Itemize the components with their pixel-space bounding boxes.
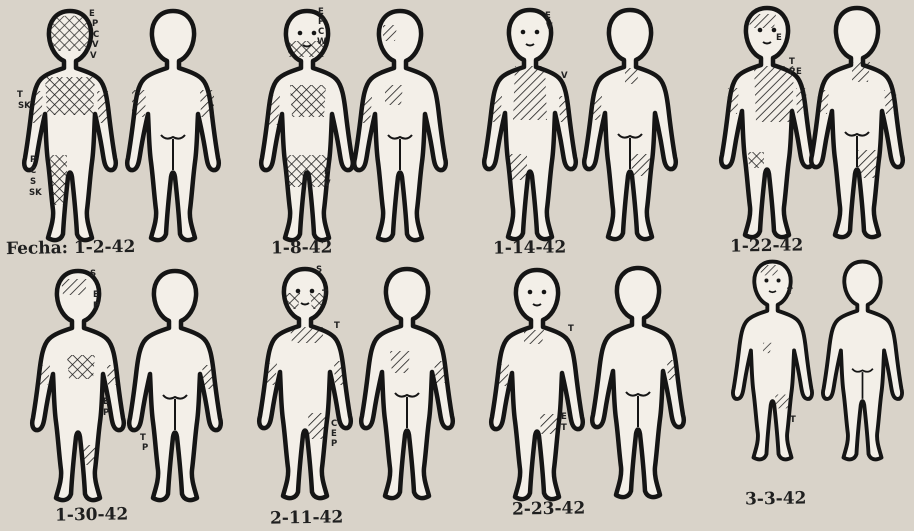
panel-2-leg-letter: V — [324, 180, 331, 189]
panel-1-face-letter: V — [92, 41, 99, 50]
panel-4-back-figure — [802, 2, 912, 242]
panel-6-side-letter: T — [334, 322, 340, 331]
panel-4-side-letter: P — [789, 68, 795, 77]
panel-1-leg-letter: SK — [29, 189, 42, 198]
panel-5-face-letter: E — [93, 291, 99, 300]
panel-6-leg-letter: P — [331, 440, 337, 449]
panel-6-date: 2-11-42 — [270, 507, 344, 528]
panel-4-side-letter: E — [796, 68, 802, 77]
panel-7-side-letter: T — [568, 325, 574, 334]
panel-2-back-figure — [345, 5, 455, 245]
panel-7-front-figure — [482, 264, 592, 504]
panel-1-side-letter: SK — [18, 102, 31, 111]
panel-6-back-figure — [352, 263, 462, 503]
panel-2-face-letter: E — [318, 8, 324, 17]
panel-1-face-letter: P — [92, 20, 98, 29]
panel-1-leg-letter: S — [30, 178, 36, 187]
panel-2-leg-letter: P — [324, 168, 330, 177]
panel-1-back-figure — [118, 5, 228, 245]
panel-5-back-letter: T — [140, 434, 146, 443]
date-prefix: Fecha: — [6, 238, 74, 259]
panel-6-leg-letter: E — [331, 430, 337, 439]
panel-5-face-letter: S — [90, 270, 96, 279]
panel-1-leg-letter: C — [30, 167, 36, 176]
panel-3-face-letter: E — [545, 12, 551, 21]
panel-1-front-figure — [15, 5, 125, 245]
panel-2-face-letter: P — [318, 18, 324, 27]
panel-4-date: 1-22-42 — [730, 235, 804, 256]
panel-5-face-letter: P — [93, 302, 99, 311]
panel-1-face-letters: E — [89, 10, 95, 19]
panel-8-front-figure — [725, 255, 820, 465]
panel-2-date: 1-8-42 — [271, 237, 333, 258]
panel-7-leg-letter: T — [561, 424, 567, 433]
panel-8-face-letter: T — [787, 288, 793, 297]
panel-1-leg-letter: P — [30, 156, 36, 165]
panel-3-face-letter: V — [546, 23, 553, 32]
date-value: 1-2-42 — [74, 237, 136, 258]
panel-3-back-figure — [575, 4, 685, 244]
panel-8-back-figure — [815, 255, 910, 465]
panel-6-face-letter: S — [316, 266, 322, 275]
panel-3-side-letter: V — [561, 72, 568, 81]
panel-1-face-letter: V — [90, 52, 97, 61]
panel-5-front-figure — [23, 265, 133, 505]
panel-8-leg-letter: T — [790, 416, 796, 425]
panel-8-date: 3-3-42 — [745, 488, 807, 509]
panel-5-back-figure — [120, 265, 230, 505]
panel-1-date: Fecha: 1-2-42 — [6, 237, 136, 259]
panel-3-front-figure — [475, 4, 585, 244]
panel-6-front-figure — [250, 263, 360, 503]
panel-6-leg-letter: C — [331, 420, 337, 429]
panel-3-date: 1-14-42 — [493, 237, 567, 258]
panel-5-back-letter: P — [142, 444, 148, 453]
panel-6-face-letter: T — [322, 290, 328, 299]
panel-7-back-figure — [583, 262, 693, 502]
panel-1-face-letter: C — [93, 31, 99, 40]
panel-2-face-letter: C — [318, 28, 324, 37]
panel-4-side-letter: T — [789, 58, 795, 67]
panel-1-side-letter: T — [17, 91, 23, 100]
panel-7-leg-letter: E — [561, 413, 567, 422]
panel-7-date: 2-23-42 — [512, 498, 586, 519]
panel-4-face-letter: E — [776, 34, 782, 43]
panel-5-leg-letter: P — [103, 409, 109, 418]
panel-5-date: 1-30-42 — [55, 504, 129, 525]
panel-2-face-letter: W — [317, 38, 326, 47]
panel-5-leg-letter: E — [103, 398, 109, 407]
